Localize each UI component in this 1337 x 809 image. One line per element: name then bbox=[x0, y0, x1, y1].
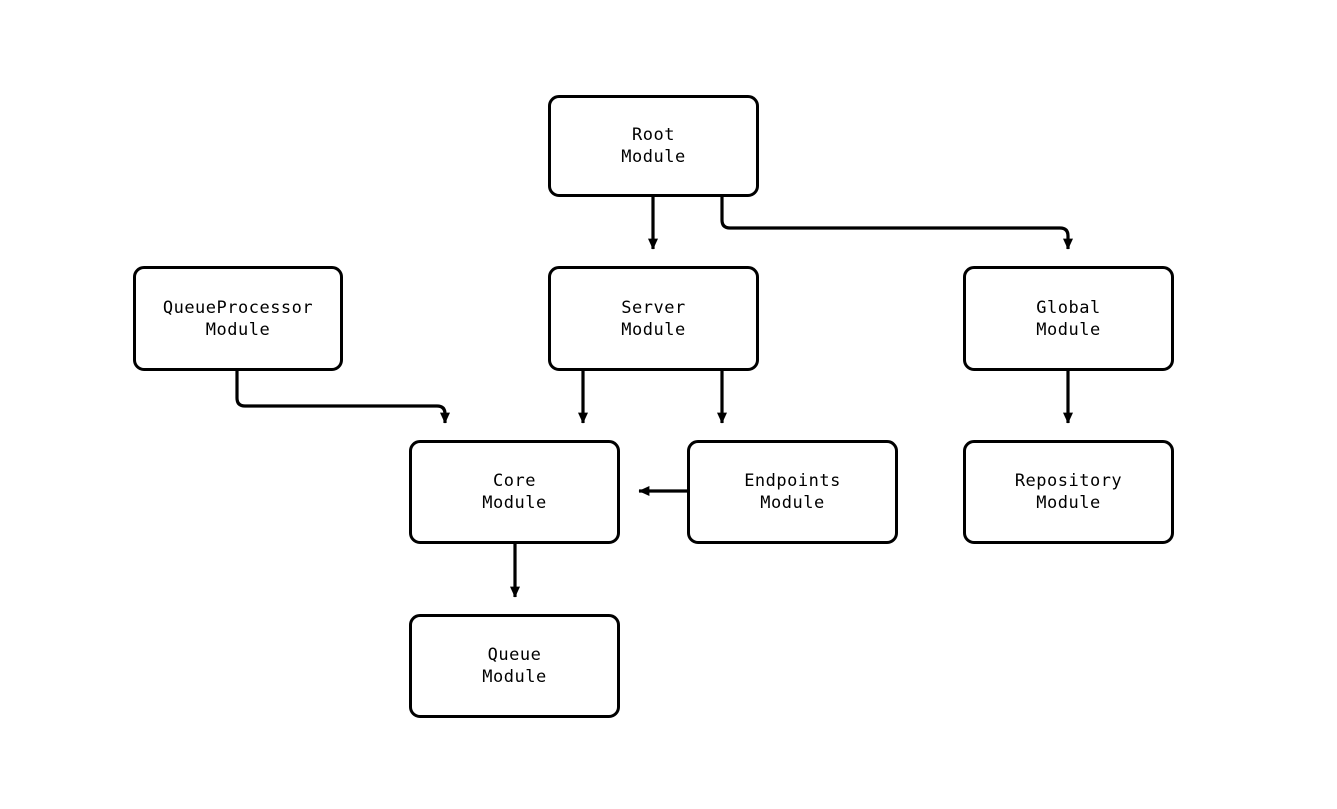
node-root-module-subtitle: Module bbox=[621, 147, 686, 167]
node-server-module[interactable]: Server Module bbox=[548, 266, 759, 371]
node-global-module-subtitle: Module bbox=[1036, 319, 1101, 340]
edge-root-to-global bbox=[720, 197, 1073, 250]
node-root-module-title: Root bbox=[632, 125, 675, 145]
node-repository-module-title: Repository bbox=[1014, 471, 1123, 491]
node-queueprocessor-module-title: QueueProcessor bbox=[162, 297, 314, 318]
edge-queueprocessor-to-core bbox=[235, 371, 450, 424]
node-queue-module-subtitle: Module bbox=[482, 667, 547, 687]
node-repository-module-subtitle: Module bbox=[1036, 493, 1101, 513]
node-root-module[interactable]: Root Module bbox=[548, 95, 759, 197]
node-endpoints-module[interactable]: Endpoints Module bbox=[687, 440, 898, 544]
node-queueprocessor-module-subtitle: Module bbox=[205, 319, 271, 340]
node-global-module-title: Global bbox=[1036, 297, 1101, 318]
node-global-module[interactable]: Global Module bbox=[963, 266, 1174, 371]
node-server-module-subtitle: Module bbox=[621, 319, 686, 340]
node-queueprocessor-module[interactable]: QueueProcessor Module bbox=[133, 266, 343, 371]
node-core-module-subtitle: Module bbox=[482, 493, 547, 513]
node-core-module-title: Core bbox=[493, 471, 536, 491]
node-endpoints-module-title: Endpoints bbox=[744, 471, 841, 491]
node-core-module[interactable]: Core Module bbox=[409, 440, 620, 544]
node-queue-module-title: Queue bbox=[487, 645, 542, 665]
node-endpoints-module-subtitle: Module bbox=[760, 493, 825, 513]
node-server-module-title: Server bbox=[621, 297, 686, 318]
node-repository-module[interactable]: Repository Module bbox=[963, 440, 1174, 544]
node-queue-module[interactable]: Queue Module bbox=[409, 614, 620, 718]
